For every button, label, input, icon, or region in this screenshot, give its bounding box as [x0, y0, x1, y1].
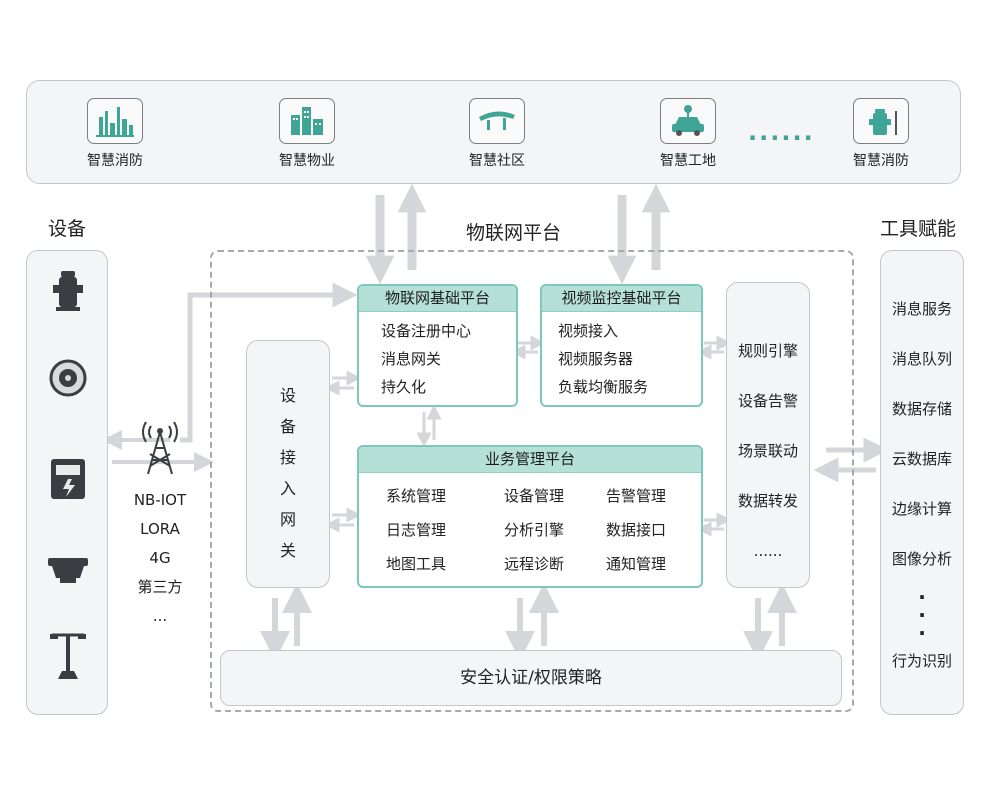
street-lamp-icon — [40, 632, 96, 679]
app-item: 智慧消防 — [70, 98, 160, 170]
buildings-icon — [279, 98, 335, 144]
business-item: 通知管理 — [606, 555, 667, 573]
fire-city-icon — [87, 98, 143, 144]
rules-item: ...... — [753, 542, 783, 560]
gateway-label: 设 备 接 入 网 关 — [279, 386, 296, 560]
sensor-device-icon — [40, 548, 96, 594]
rules-item: 数据转发 — [737, 492, 798, 510]
business-item: 分析引擎 — [504, 521, 565, 539]
app-label: 智慧消防 — [87, 153, 143, 169]
protocol-list: NB-IOT LORA 4G 第三方 ... — [124, 486, 196, 631]
devices-title: 设备 — [48, 218, 87, 240]
tools-vertical-ellipsis: · · · — [918, 585, 926, 645]
rules-item: 设备告警 — [737, 392, 798, 410]
apps-ellipsis: ...... — [748, 118, 815, 146]
business-grid: 系统管理 设备管理 告警管理 日志管理 分析引擎 数据接口 地图工具 远程诊断 … — [359, 473, 701, 574]
business-item: 远程诊断 — [504, 555, 565, 573]
app-label: 智慧物业 — [279, 153, 335, 169]
app-item: 智慧工地 — [643, 98, 733, 170]
iot-base-title: 物联网基础平台 — [359, 286, 516, 312]
construction-vehicle-icon — [660, 98, 716, 144]
business-item: 设备管理 — [504, 487, 565, 505]
rules-item: 场景联动 — [737, 442, 798, 460]
app-item: 智慧物业 — [262, 98, 352, 170]
iot-base-item: 消息网关 — [381, 350, 442, 368]
security-bar — [220, 650, 842, 706]
protocol-item: 第三方 — [137, 578, 183, 596]
protocol-item: LORA — [140, 520, 180, 538]
antenna-tower-icon — [137, 418, 183, 480]
electric-meter-icon — [40, 456, 96, 502]
business-item: 日志管理 — [386, 521, 447, 539]
tool-item: 消息服务 — [891, 300, 952, 318]
security-label: 安全认证/权限策略 — [460, 668, 602, 688]
rules-list: 规则引擎 设备告警 场景联动 数据转发 ...... — [726, 326, 810, 576]
app-label: 智慧消防 — [853, 153, 909, 169]
video-base-item: 负载均衡服务 — [558, 378, 649, 396]
video-base-item: 视频服务器 — [558, 350, 634, 368]
app-item: 智慧消防 — [836, 98, 926, 170]
iot-base-item: 设备注册中心 — [381, 322, 472, 340]
business-title: 业务管理平台 — [359, 447, 701, 473]
platform-title: 物联网平台 — [466, 222, 562, 244]
business-platform: 业务管理平台 系统管理 设备管理 告警管理 日志管理 分析引擎 数据接口 地图工… — [357, 445, 703, 588]
tool-item: 边缘计算 — [891, 500, 952, 518]
video-base-title: 视频监控基础平台 — [542, 286, 701, 312]
video-base-item: 视频接入 — [558, 322, 619, 340]
tool-item: 消息队列 — [891, 350, 952, 368]
tool-item: 云数据库 — [891, 450, 952, 468]
app-label: 智慧工地 — [660, 153, 716, 169]
protocol-item: ... — [152, 607, 168, 625]
tool-item: 行为识别 — [891, 652, 952, 670]
app-label: 智慧社区 — [469, 153, 525, 169]
protocol-item: 4G — [149, 549, 171, 567]
video-base-platform: 视频监控基础平台 视频接入 视频服务器 负载均衡服务 — [540, 284, 703, 407]
business-item: 数据接口 — [606, 521, 667, 539]
platform-container — [210, 250, 854, 712]
protocol-item: NB-IOT — [133, 491, 187, 509]
app-item: 智慧社区 — [452, 98, 542, 170]
smoke-detector-icon — [40, 355, 96, 401]
iot-base-item: 持久化 — [381, 378, 427, 396]
tools-panel — [880, 250, 964, 715]
iot-base-platform: 物联网基础平台 设备注册中心 消息网关 持久化 — [357, 284, 518, 407]
rules-item: 规则引擎 — [737, 342, 798, 360]
tools-title: 工具赋能 — [880, 218, 957, 240]
tool-item: 数据存储 — [891, 400, 952, 418]
hydrant-icon — [40, 268, 96, 314]
business-item: 告警管理 — [606, 487, 667, 505]
arrow-tower-to-iot — [180, 282, 358, 443]
business-item: 系统管理 — [386, 487, 447, 505]
tool-item: 图像分析 — [891, 550, 952, 568]
business-item: 地图工具 — [386, 555, 447, 573]
rules-panel — [726, 282, 810, 588]
fire-hydrant-icon — [853, 98, 909, 144]
device-gateway — [246, 340, 330, 588]
community-icon — [469, 98, 525, 144]
